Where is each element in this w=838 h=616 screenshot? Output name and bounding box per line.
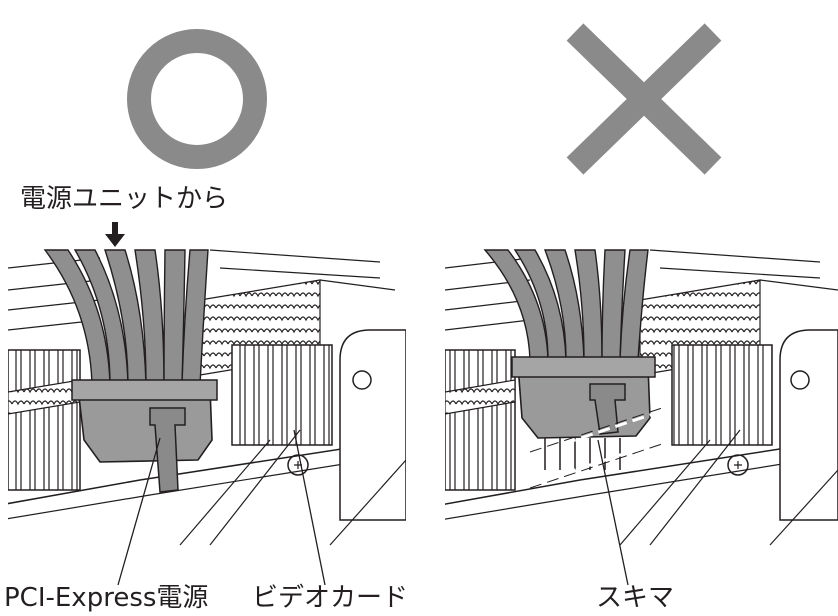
circle-correct-icon (127, 29, 267, 169)
gap-label: スキマ (596, 583, 675, 613)
connector-label: PCI-Express電源 (4, 583, 209, 613)
incorrect-connection-illustration (445, 249, 838, 546)
card-label: ビデオカード (252, 583, 409, 613)
cross-incorrect-icon (566, 23, 722, 175)
source-label: 電源ユニットから (20, 184, 229, 214)
correct-connection-illustration (8, 249, 406, 546)
down-arrow-icon (105, 222, 125, 247)
leader-lines (117, 429, 629, 586)
